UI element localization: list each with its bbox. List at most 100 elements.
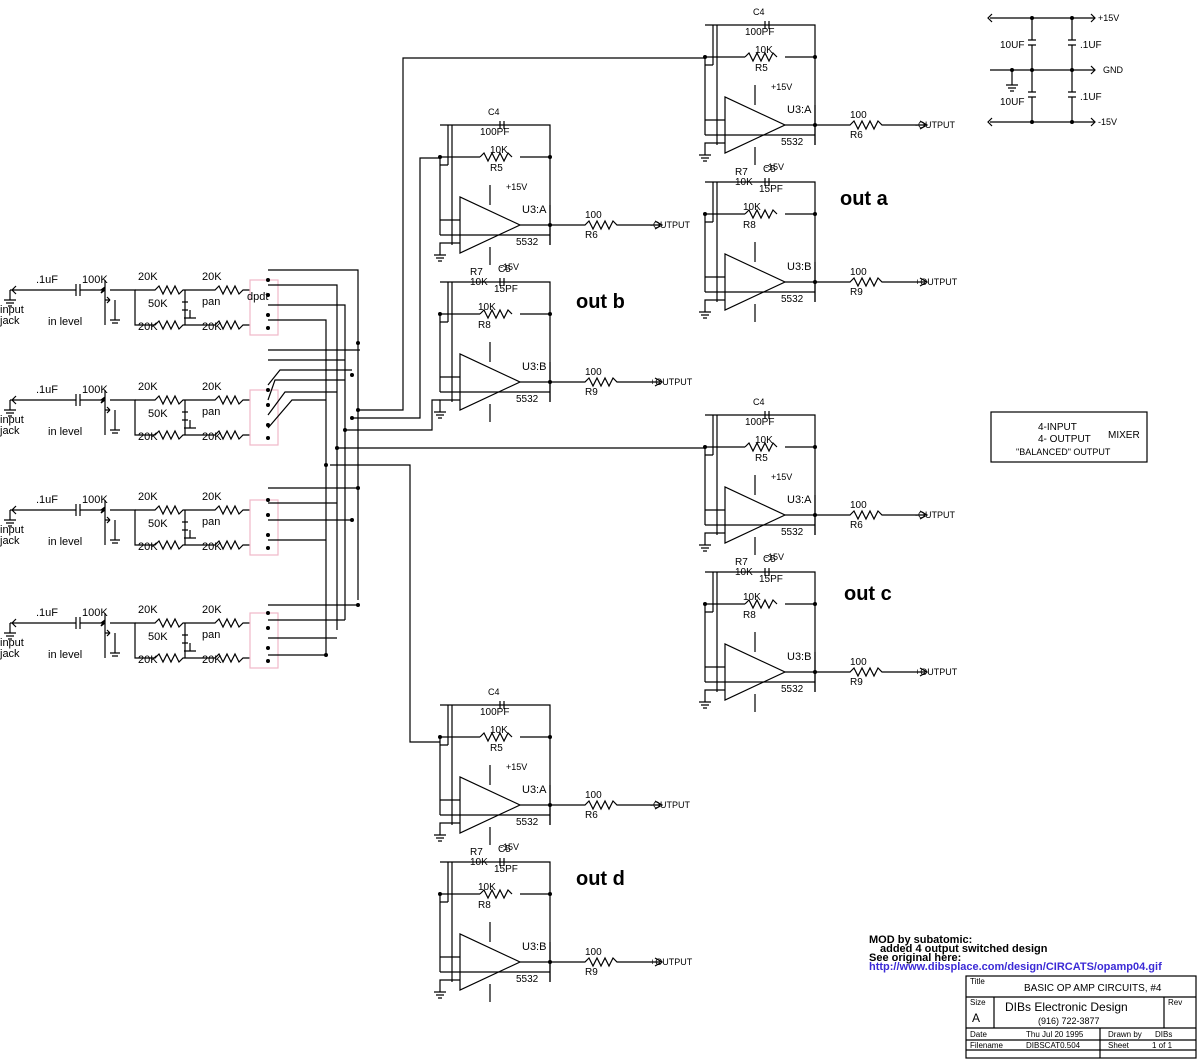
amp1-rout-a: R6: [585, 230, 598, 241]
amp1-r-in: R7: [470, 267, 483, 278]
ch0-r50: 50K: [148, 298, 168, 310]
amp1-r-fb2: R8: [478, 320, 491, 331]
ch2-r20-b: 20K: [202, 491, 222, 503]
out-label-d: out d: [576, 868, 625, 890]
out-label-a: out a: [840, 188, 889, 210]
tb-rev-label: Rev: [1168, 998, 1182, 1007]
amp-block-b: [433, 120, 663, 423]
tb-drawn: DIBs: [1155, 1030, 1172, 1039]
ch2-pan: pan: [202, 516, 220, 528]
amp-block-a: [698, 20, 928, 323]
amp0-part-a: 5532: [781, 137, 804, 148]
amp1-r-fb: R5: [490, 163, 503, 174]
amp0-rout-a-val: 100: [850, 110, 867, 121]
amp0-r-fb: R5: [755, 63, 768, 74]
mixer-line3: MIXER: [1108, 430, 1140, 441]
ch3-level: in level: [48, 649, 82, 661]
tb-file-label: Filename: [970, 1041, 1003, 1050]
amp1-vneg: -15V: [500, 262, 519, 272]
amp1-u-a: U3:A: [522, 204, 547, 216]
ch3-pot: 100K: [82, 607, 108, 619]
amp-block-c: [698, 410, 928, 713]
ch0-r20-b: 20K: [202, 271, 222, 283]
amp2-rout-a: R6: [850, 520, 863, 531]
amp0-u-a: U3:A: [787, 104, 812, 116]
mixer-line1: 4-INPUT: [1038, 422, 1077, 433]
tb-phone: (916) 722-3877: [1038, 1016, 1100, 1026]
ch0-cap: .1uF: [36, 274, 58, 286]
ch2-r20-d: 20K: [202, 541, 222, 553]
power-n15: -15V: [1098, 117, 1117, 127]
amp-block-d: [433, 700, 663, 1003]
mod-note-line2: added 4 output switched design: [880, 943, 1048, 955]
ch2-r50: 50K: [148, 518, 168, 530]
ch3-r50: 50K: [148, 631, 168, 643]
ch1-r20-a: 20K: [138, 381, 158, 393]
amp2-rout-a-val: 100: [850, 500, 867, 511]
amp2-c-top-val: 100PF: [745, 417, 774, 428]
amp2-c-b: C5: [763, 554, 776, 565]
power-section: +15V GND -15V 10UF .1UF 10UF .1UF: [987, 13, 1124, 127]
amp3-part-b: 5532: [516, 974, 539, 985]
amp0-rout-b-val: 100: [850, 267, 867, 278]
amp3-u-b: U3:B: [522, 941, 546, 953]
tb-sheet-label: Sheet: [1108, 1041, 1130, 1050]
ch1-pan: pan: [202, 406, 220, 418]
amp3-out-neg: -OUTPUT: [650, 800, 690, 810]
ch3-cap: .1uF: [36, 607, 58, 619]
ch1-r50: 50K: [148, 408, 168, 420]
power-p15: +15V: [1098, 13, 1119, 23]
amp0-r-in-val: 10K: [735, 177, 753, 188]
amp1-c-b: C5: [498, 264, 511, 275]
amp3-r-in: R7: [470, 847, 483, 858]
amp2-r-in: R7: [735, 557, 748, 568]
mod-note-url[interactable]: http://www.dibsplace.com/design/CIRCATS/…: [869, 961, 1162, 973]
out-label-b: out b: [576, 291, 625, 313]
mixer-line2: 4- OUTPUT: [1038, 434, 1091, 445]
ch2-r20-a: 20K: [138, 491, 158, 503]
ch1-level: in level: [48, 426, 82, 438]
ch3-pan: pan: [202, 629, 220, 641]
amp0-r-in: R7: [735, 167, 748, 178]
amp0-out-pos: +OUTPUT: [915, 277, 958, 287]
amp3-c-b: C5: [498, 844, 511, 855]
amp1-part-a: 5532: [516, 237, 539, 248]
amp1-c-top-val: 100PF: [480, 127, 509, 138]
amp0-c-b-val: 15PF: [759, 184, 783, 195]
amp2-u-a: U3:A: [787, 494, 812, 506]
amp1-c-top: C4: [488, 107, 500, 117]
amp2-vneg: -15V: [765, 552, 784, 562]
amp3-c-top: C4: [488, 687, 500, 697]
amp3-r-fb: R5: [490, 743, 503, 754]
amp0-out-neg: -OUTPUT: [915, 120, 955, 130]
amp2-r-fb2: R8: [743, 610, 756, 621]
amp3-out-pos: +OUTPUT: [650, 957, 693, 967]
amp0-rout-b: R9: [850, 287, 863, 298]
amp3-r-in-val: 10K: [470, 857, 488, 868]
amp0-vneg: -15V: [765, 162, 784, 172]
amp3-c-top-val: 100PF: [480, 707, 509, 718]
amp3-part-a: 5532: [516, 817, 539, 828]
ch0-jack2: jack: [0, 315, 20, 327]
amp1-out-neg: -OUTPUT: [650, 220, 690, 230]
power-c10-top: 10UF: [1000, 40, 1024, 51]
amp2-c-top: C4: [753, 397, 765, 407]
ch1-cap: .1uF: [36, 384, 58, 396]
amp3-r-fb2: R8: [478, 900, 491, 911]
ch0-r20-c: 20K: [138, 321, 158, 333]
amp0-r-fb2-val: 10K: [743, 202, 761, 213]
tb-date-label: Date: [970, 1030, 987, 1039]
amp2-out-pos: +OUTPUT: [915, 667, 958, 677]
out-label-c: out c: [844, 583, 892, 605]
amp1-out-pos: +OUTPUT: [650, 377, 693, 387]
tb-size-label: Size: [970, 998, 986, 1007]
amp2-part-b: 5532: [781, 684, 804, 695]
amp1-rout-b: R9: [585, 387, 598, 398]
ch2-cap: .1uF: [36, 494, 58, 506]
ch3-r20-c: 20K: [138, 654, 158, 666]
amp0-rout-a: R6: [850, 130, 863, 141]
amp1-r-in-val: 10K: [470, 277, 488, 288]
ch0-level: in level: [48, 316, 82, 328]
